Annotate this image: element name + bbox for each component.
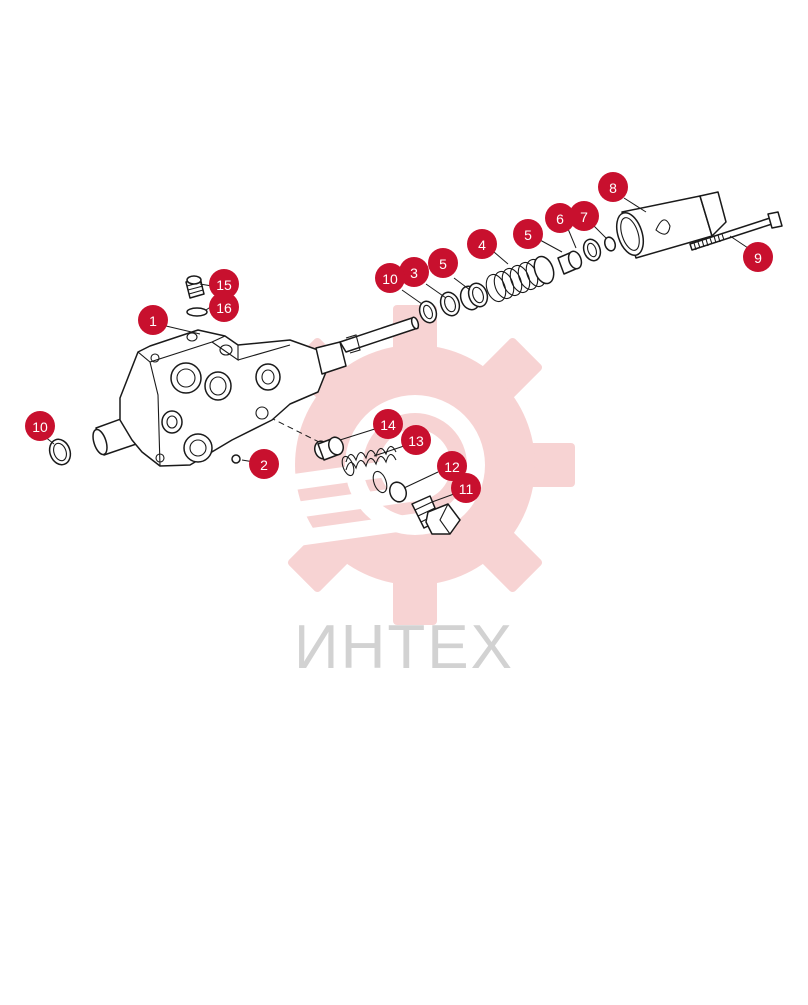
callout-10: 10 (375, 263, 405, 293)
callout-badge (401, 425, 431, 455)
callout-5: 5 (513, 219, 543, 249)
end-cap (615, 191, 727, 259)
callout-badge (399, 257, 429, 287)
callout-7: 7 (569, 201, 599, 231)
callout-11: 11 (451, 473, 481, 503)
callout-number: 12 (444, 459, 460, 475)
callout-badge (437, 451, 467, 481)
callout-number: 13 (408, 433, 424, 449)
tie-bolt (689, 211, 783, 251)
o-ring-top (186, 307, 208, 317)
assembly-axis-lower (224, 394, 326, 446)
callout-number: 5 (439, 256, 447, 272)
callout-number: 2 (260, 457, 268, 473)
callout-badge (373, 409, 403, 439)
callout-number: 15 (216, 277, 232, 293)
callout-1: 1 (138, 305, 168, 335)
callout-number: 4 (478, 237, 486, 253)
check-ball (231, 454, 241, 464)
callout-badge (138, 305, 168, 335)
callout-badge (209, 269, 239, 299)
callout-6: 6 (545, 203, 575, 233)
callout-badge (569, 201, 599, 231)
callout-3: 3 (399, 257, 429, 287)
spring-seat-left (459, 282, 489, 311)
callout-badge (428, 248, 458, 278)
spring-seat-right (557, 250, 583, 275)
callout-12: 12 (437, 451, 467, 481)
callout-badge (598, 172, 628, 202)
callout-badge (743, 242, 773, 272)
callout-number: 7 (580, 209, 588, 225)
callout-5: 5 (428, 248, 458, 278)
callout-badge (209, 292, 239, 322)
callout-9: 9 (743, 242, 773, 272)
leader-lines (43, 197, 749, 503)
callout-badge (451, 473, 481, 503)
callout-number: 10 (32, 419, 48, 435)
callout-2: 2 (249, 449, 279, 479)
callout-number: 6 (556, 211, 564, 227)
snap-ring (603, 236, 617, 252)
callout-14: 14 (373, 409, 403, 439)
callout-number: 9 (754, 250, 762, 266)
callout-number: 3 (410, 265, 418, 281)
callout-badge (545, 203, 575, 233)
callout-8: 8 (598, 172, 628, 202)
o-ring-small (388, 481, 408, 503)
callout-number: 14 (380, 417, 396, 433)
callout-number: 5 (524, 227, 532, 243)
washer-right (582, 238, 602, 262)
seat-washer (439, 291, 461, 317)
watermark-brand-text: ИНТЕХ (294, 613, 514, 682)
washer-left (48, 438, 72, 466)
callout-badge (467, 229, 497, 259)
plug-top (185, 275, 205, 299)
callout-4: 4 (467, 229, 497, 259)
spring-main (485, 255, 555, 303)
callout-number: 1 (149, 313, 157, 329)
valve-body (92, 316, 420, 467)
callout-number: 8 (609, 180, 617, 196)
callout-15: 15 (209, 269, 239, 299)
callout-badge (513, 219, 543, 249)
callout-number: 16 (216, 300, 232, 316)
callout-badge (375, 263, 405, 293)
callout-16: 16 (209, 292, 239, 322)
callout-13: 13 (401, 425, 431, 455)
piston-small (313, 436, 345, 461)
plug-hex (411, 495, 461, 535)
callout-number: 11 (459, 481, 474, 497)
callout-number: 10 (382, 271, 398, 287)
callout-badge (25, 411, 55, 441)
callout-10: 10 (25, 411, 55, 441)
callout-badge (249, 449, 279, 479)
